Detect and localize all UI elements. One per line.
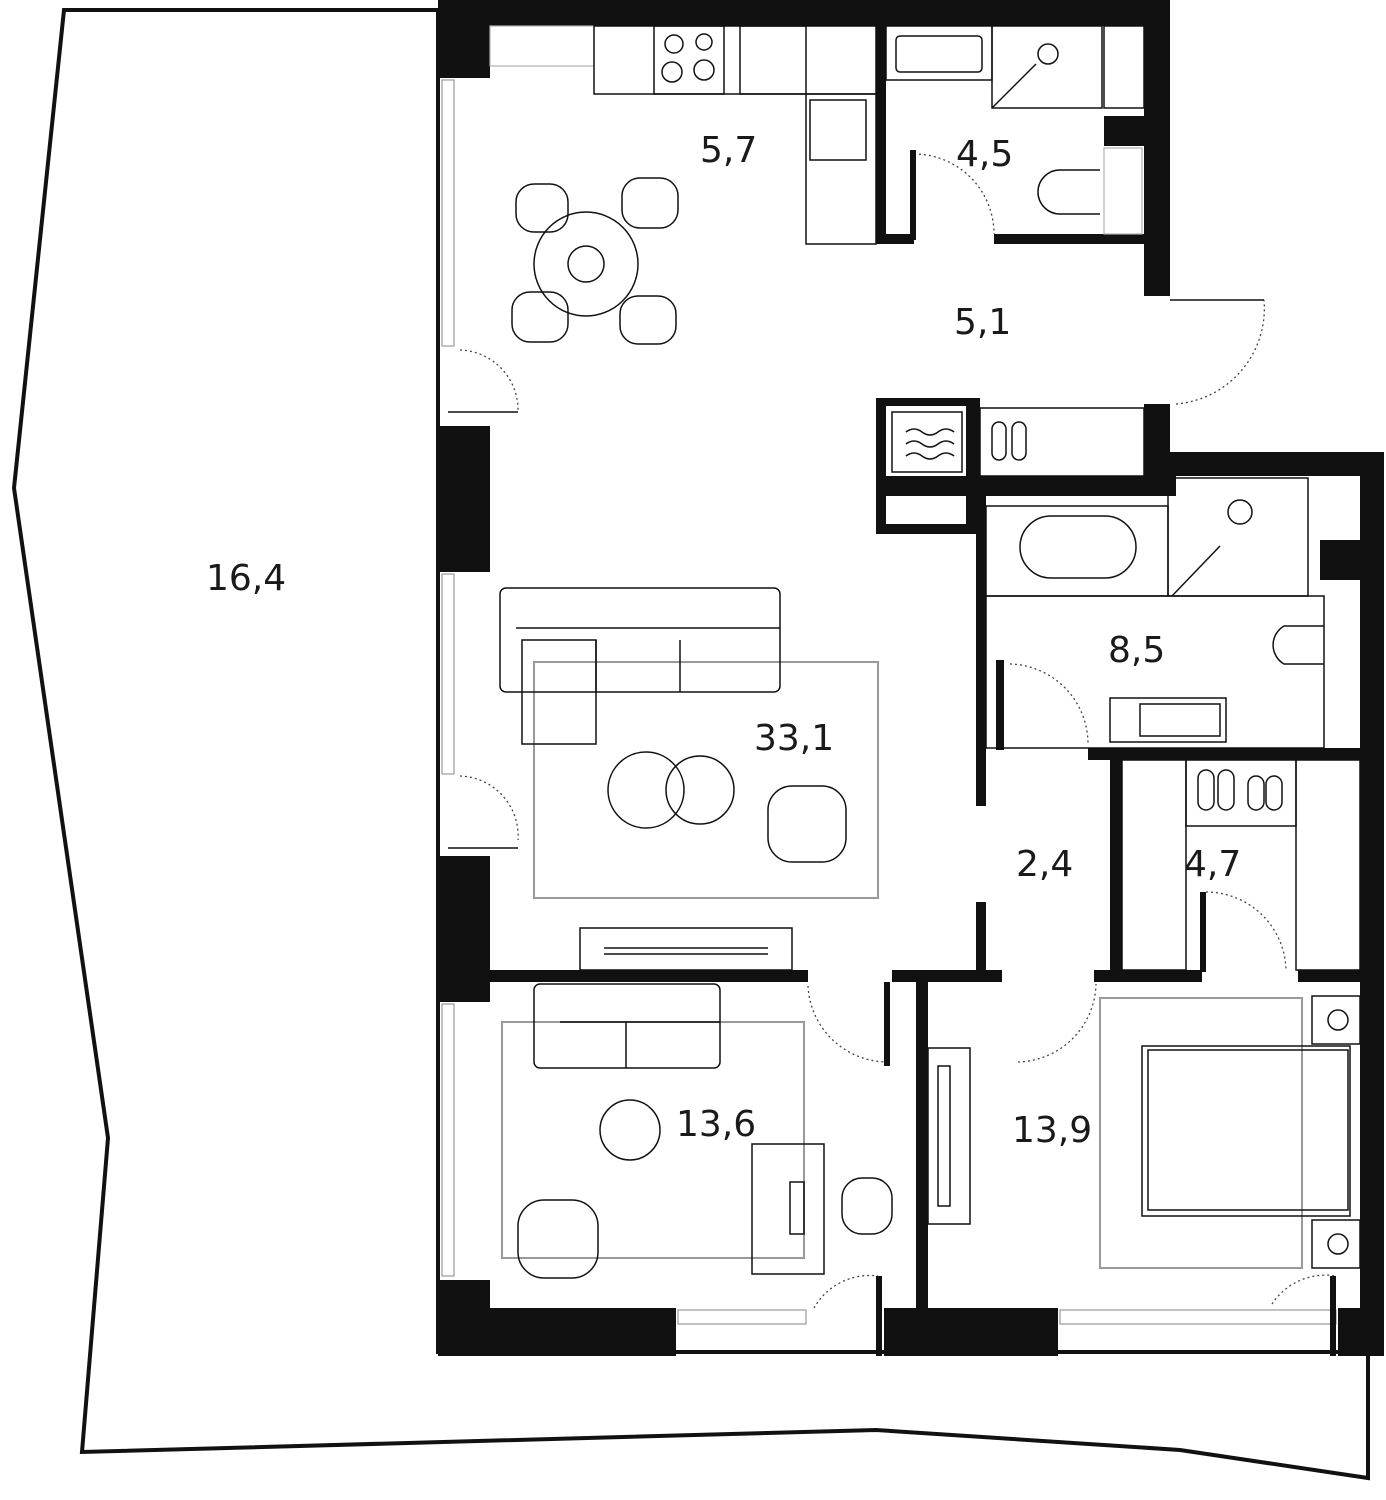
area-label-terrace: 16,4 (206, 558, 286, 599)
bedroom-1-furniture (501, 983, 893, 1279)
area-label-bedroom-1: 13,6 (676, 1104, 756, 1145)
walls (438, 0, 1384, 1356)
kitchen-furniture (489, 25, 877, 345)
bedroom-2-furniture (927, 995, 1361, 1269)
terrace-outline (11, 8, 1370, 1481)
storage-fixtures (891, 407, 1145, 477)
windows (441, 79, 1337, 1325)
area-label-hall: 5,1 (954, 302, 1011, 343)
wardrobe-fixtures (1121, 759, 1361, 971)
bathroom-2-fixtures (985, 477, 1325, 749)
doors (448, 150, 1337, 1356)
area-label-bedroom-2: 13,9 (1012, 1110, 1092, 1151)
area-label-wardrobe: 4,7 (1184, 844, 1241, 885)
bathroom-1-fixtures (885, 25, 1145, 235)
area-labels: 16,4 5,7 4,5 5,1 33,1 8,5 2,4 4,7 13,6 1… (206, 130, 1241, 1151)
area-label-kitchen: 5,7 (700, 130, 757, 171)
area-label-bathroom-2: 8,5 (1108, 630, 1165, 671)
area-label-corridor: 2,4 (1016, 844, 1073, 885)
living-room-furniture (499, 587, 879, 971)
area-label-bathroom-1: 4,5 (956, 134, 1013, 175)
area-label-living-room: 33,1 (754, 718, 834, 759)
